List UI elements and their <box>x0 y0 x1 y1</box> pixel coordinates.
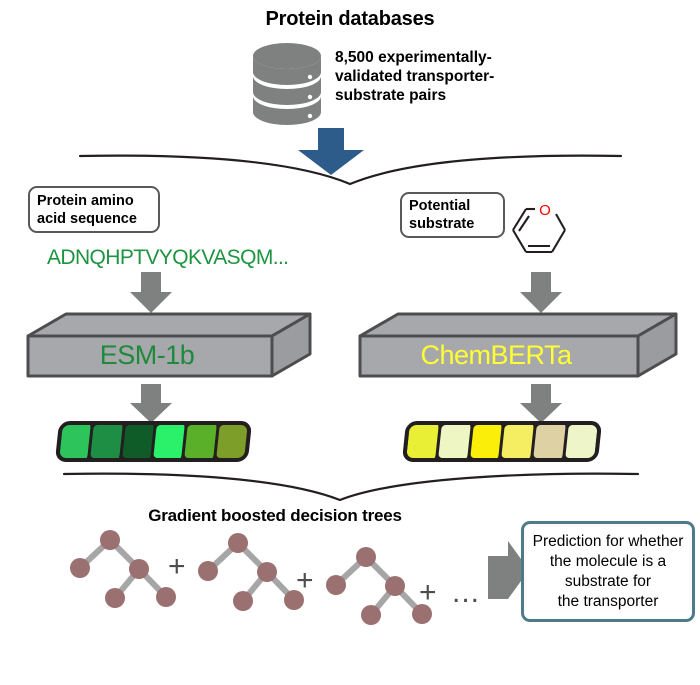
decision-tree-2 <box>190 531 320 613</box>
decision-tree-1 <box>62 528 192 610</box>
chemberta-model-box: ChemBERTa <box>358 310 678 378</box>
potential-substrate-label-box: Potential substrate <box>400 192 505 238</box>
protein-embedding-cell-3 <box>121 425 157 458</box>
protein-embedding-cell-4 <box>153 425 189 458</box>
substrate-label-line-1: Potential <box>409 198 471 214</box>
tree-plus-3: + <box>419 576 437 609</box>
tree-plus-2: + <box>296 564 314 597</box>
esm1b-model-box: ESM-1b <box>26 310 312 378</box>
left-down-arrow-2-icon <box>128 384 174 424</box>
tree-plus-1: + <box>168 550 186 583</box>
substrate-embedding-cell-1 <box>406 425 442 458</box>
trees-section-title: Gradient boosted decision trees <box>148 506 402 525</box>
protein-embedding-cell-5 <box>184 425 220 458</box>
pyran-ring-molecule-icon: O <box>506 192 582 266</box>
left-down-arrow-icon <box>128 272 174 314</box>
protein-sequence-label-box: Protein amino acid sequence <box>28 186 160 233</box>
right-down-arrow-icon <box>518 272 564 314</box>
substrate-embedding-cell-5 <box>533 425 569 458</box>
main-down-arrow-icon <box>296 128 366 176</box>
protein-label-line-2: acid sequence <box>37 210 137 227</box>
top-split-brace <box>78 148 623 188</box>
substrate-embedding-cell-2 <box>438 425 474 458</box>
right-down-arrow-2-icon <box>518 384 564 424</box>
protein-embedding-strip <box>54 421 253 462</box>
prediction-line-4: the transporter <box>557 592 659 610</box>
bottom-merge-brace <box>62 468 640 504</box>
substrate-embedding-cell-3 <box>469 425 506 458</box>
molecule-oxygen-atom-label: O <box>539 202 551 219</box>
database-caption-line-3: substrate pairs <box>335 87 447 104</box>
figure-title: Protein databases <box>265 8 435 30</box>
protein-label-line-1: Protein amino <box>37 192 134 209</box>
protein-embedding-cell-6 <box>215 425 248 458</box>
amino-acid-sequence: ADNQHPTVYQKVASQM... <box>47 246 289 269</box>
prediction-right-arrow-icon <box>488 539 530 601</box>
database-caption: 8,500 experimentally- validated transpor… <box>335 48 550 105</box>
prediction-line-2: the molecule is a <box>549 552 667 570</box>
substrate-embedding-strip <box>401 421 603 462</box>
esm1b-model-label: ESM-1b <box>99 340 195 370</box>
tree-ellipsis: ... <box>452 576 481 609</box>
protein-embedding-cell-2 <box>90 425 126 458</box>
decision-tree-3 <box>318 545 448 627</box>
substrate-embedding-cell-4 <box>501 425 538 458</box>
prediction-output-box: Prediction for whether the molecule is a… <box>521 521 695 622</box>
prediction-line-3: substrate for <box>564 572 652 590</box>
prediction-line-1: Prediction for whether <box>532 532 684 550</box>
database-caption-line-2: validated transporter- <box>335 68 495 85</box>
database-cylinder-icon <box>248 42 326 130</box>
chemberta-model-label: ChemBERTa <box>420 340 572 370</box>
substrate-embedding-cell-6 <box>565 425 598 458</box>
protein-embedding-cell-1 <box>59 425 95 458</box>
database-caption-line-1: 8,500 experimentally- <box>335 49 492 66</box>
substrate-label-line-2: substrate <box>409 216 475 232</box>
